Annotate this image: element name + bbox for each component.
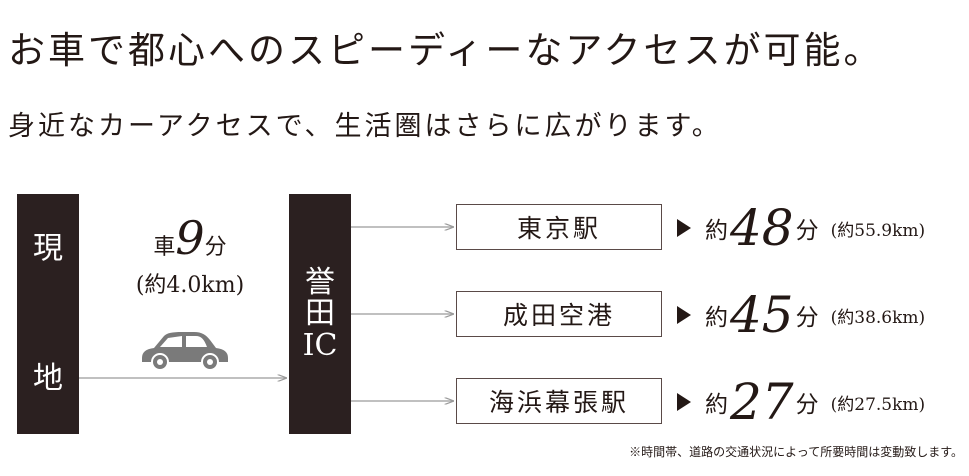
car-icon [142,332,228,371]
triangle-icon [677,393,691,411]
result-minutes: 27 [730,373,794,431]
result-unit: 分 [795,305,819,331]
result-prefix: 約 [705,392,728,418]
headline: お車で都心へのスピーディーなアクセスが可能。 [8,29,884,72]
triangle-icon [677,219,691,237]
interchange-label-2: 田 [305,296,335,332]
interchange-label-3: IC [302,327,338,363]
interchange-label-1: 誉 [305,264,335,300]
result-distance: (約38.6km) [830,307,926,328]
drive-distance: (約4.0km) [135,273,245,298]
origin-label-1: 現 [33,231,63,266]
drive-time: 車9分 [100,215,280,261]
result-unit: 分 [795,218,819,244]
result-tokyo-station: 約 48 分 (約55.9km) [677,203,925,253]
interchange-box: 誉 田 IC [289,194,351,434]
drive-minutes: 9 [175,211,205,265]
result-narita-airport: 約 45 分 (約38.6km) [677,290,925,340]
result-prefix: 約 [705,305,728,331]
result-minutes: 45 [730,286,794,344]
drive-unit: 分 [204,235,227,260]
destination-narita-airport: 成田空港 [456,291,662,337]
drive-prefix: 車 [153,235,176,260]
destination-tokyo-station: 東京駅 [456,204,662,250]
result-minutes: 48 [730,199,794,257]
subhead: 身近なカーアクセスで、生活圏はさらに広がります。 [8,111,722,142]
origin-box: 現 地 [17,194,79,434]
destination-kaihin-makuhari-station: 海浜幕張駅 [456,378,662,424]
result-prefix: 約 [705,218,728,244]
drive-info: 車9分 (約4.0km) [100,215,280,299]
result-distance: (約55.9km) [830,220,926,241]
result-kaihin-makuhari-station: 約 27 分 (約27.5km) [677,377,925,427]
triangle-icon [677,306,691,324]
result-unit: 分 [795,392,819,418]
result-distance: (約27.5km) [830,394,926,415]
footnote: ※時間帯、道路の交通状況によって所要時間は変動致します。 [629,445,963,459]
origin-label-2: 地 [33,361,63,396]
